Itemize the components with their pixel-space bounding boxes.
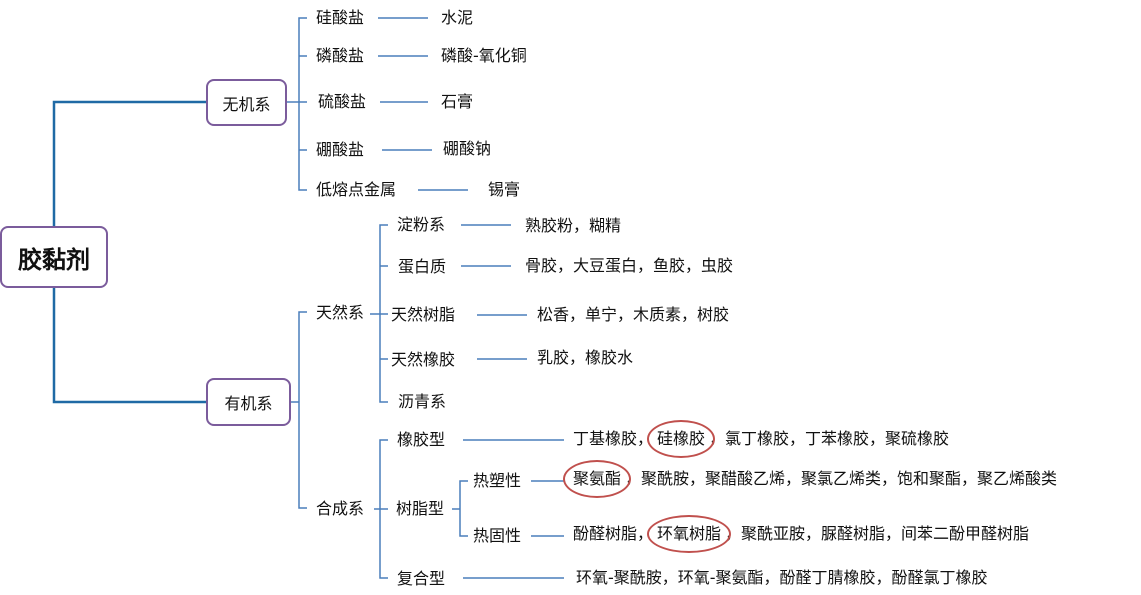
rubber-type-value: 丁基橡胶，硅橡胶，氯丁橡胶，丁苯橡胶，聚硫橡胶 <box>573 420 950 458</box>
silicate-value: 水泥 <box>441 8 474 27</box>
silicate-label: 硅酸盐 <box>316 8 365 27</box>
asphalt-label: 沥青系 <box>398 392 447 411</box>
sulfate-label: 硫酸盐 <box>318 92 367 111</box>
polyurethane-highlight: 聚氨酯 <box>562 460 632 498</box>
protein-label: 蛋白质 <box>398 257 447 276</box>
epoxy-highlight: 环氧树脂 <box>647 515 732 553</box>
inorganic-node: 无机系 <box>206 79 287 126</box>
borate-value: 硼酸钠 <box>443 139 492 158</box>
sulfate-value: 石膏 <box>441 92 474 111</box>
link-root-inorganic <box>52 100 206 226</box>
starch-value: 熟胶粉，糊精 <box>525 216 622 235</box>
resin-type-label: 树脂型 <box>396 499 445 518</box>
rubber-type-label: 橡胶型 <box>397 430 446 449</box>
rubber-type-text-a: 丁基橡胶， <box>573 429 654 448</box>
natural-resin-value: 松香，单宁，木质素，树胶 <box>537 305 730 324</box>
thermoplastic-text: ，聚酰胺，聚醋酸乙烯，聚氯乙烯类，饱和聚酯，聚乙烯酸类 <box>625 469 1058 488</box>
borate-label: 硼酸盐 <box>316 140 365 159</box>
link-root-organic <box>52 288 206 404</box>
natural-label: 天然系 <box>316 303 365 322</box>
phosphate-label: 磷酸盐 <box>316 46 365 65</box>
thermoplastic-label: 热塑性 <box>473 471 522 490</box>
phosphate-value: 磷酸-氧化铜 <box>441 46 527 65</box>
composite-value: 环氧-聚酰胺，环氧-聚氨酯，酚醛丁腈橡胶，酚醛氯丁橡胶 <box>576 568 988 587</box>
bracket-inorganic <box>298 17 307 191</box>
organic-node: 有机系 <box>206 378 291 426</box>
bracket-resin <box>459 480 468 537</box>
bracket-organic <box>298 311 307 509</box>
rubber-type-text-b: ，氯丁橡胶，丁苯橡胶，聚硫橡胶 <box>709 429 950 448</box>
thermoset-text-a: 酚醛树脂， <box>573 524 654 543</box>
natural-rubber-label: 天然橡胶 <box>391 350 456 369</box>
thermoset-value: 酚醛树脂，环氧树脂，聚酰亚胺，脲醛树脂，间苯二酚甲醛树脂 <box>573 515 1030 553</box>
lowmelt-label: 低熔点金属 <box>316 180 397 199</box>
thermoset-label: 热固性 <box>473 526 522 545</box>
root-node: 胶黏剂 <box>0 226 108 288</box>
synthetic-label: 合成系 <box>316 499 365 518</box>
lowmelt-value: 锡膏 <box>488 180 521 199</box>
thermoplastic-value: 聚氨酯，聚酰胺，聚醋酸乙烯，聚氯乙烯类，饱和聚酯，聚乙烯酸类 <box>562 460 1058 498</box>
composite-label: 复合型 <box>397 569 446 588</box>
natural-resin-label: 天然树脂 <box>391 305 456 324</box>
starch-label: 淀粉系 <box>397 215 446 234</box>
protein-value: 骨胶，大豆蛋白，鱼胶，虫胶 <box>525 256 734 275</box>
thermoset-text-b: ，聚酰亚胺，脲醛树脂，间苯二酚甲醛树脂 <box>725 524 1030 543</box>
silicone-rubber-highlight: 硅橡胶 <box>647 420 716 458</box>
natural-rubber-value: 乳胶，橡胶水 <box>537 348 634 367</box>
